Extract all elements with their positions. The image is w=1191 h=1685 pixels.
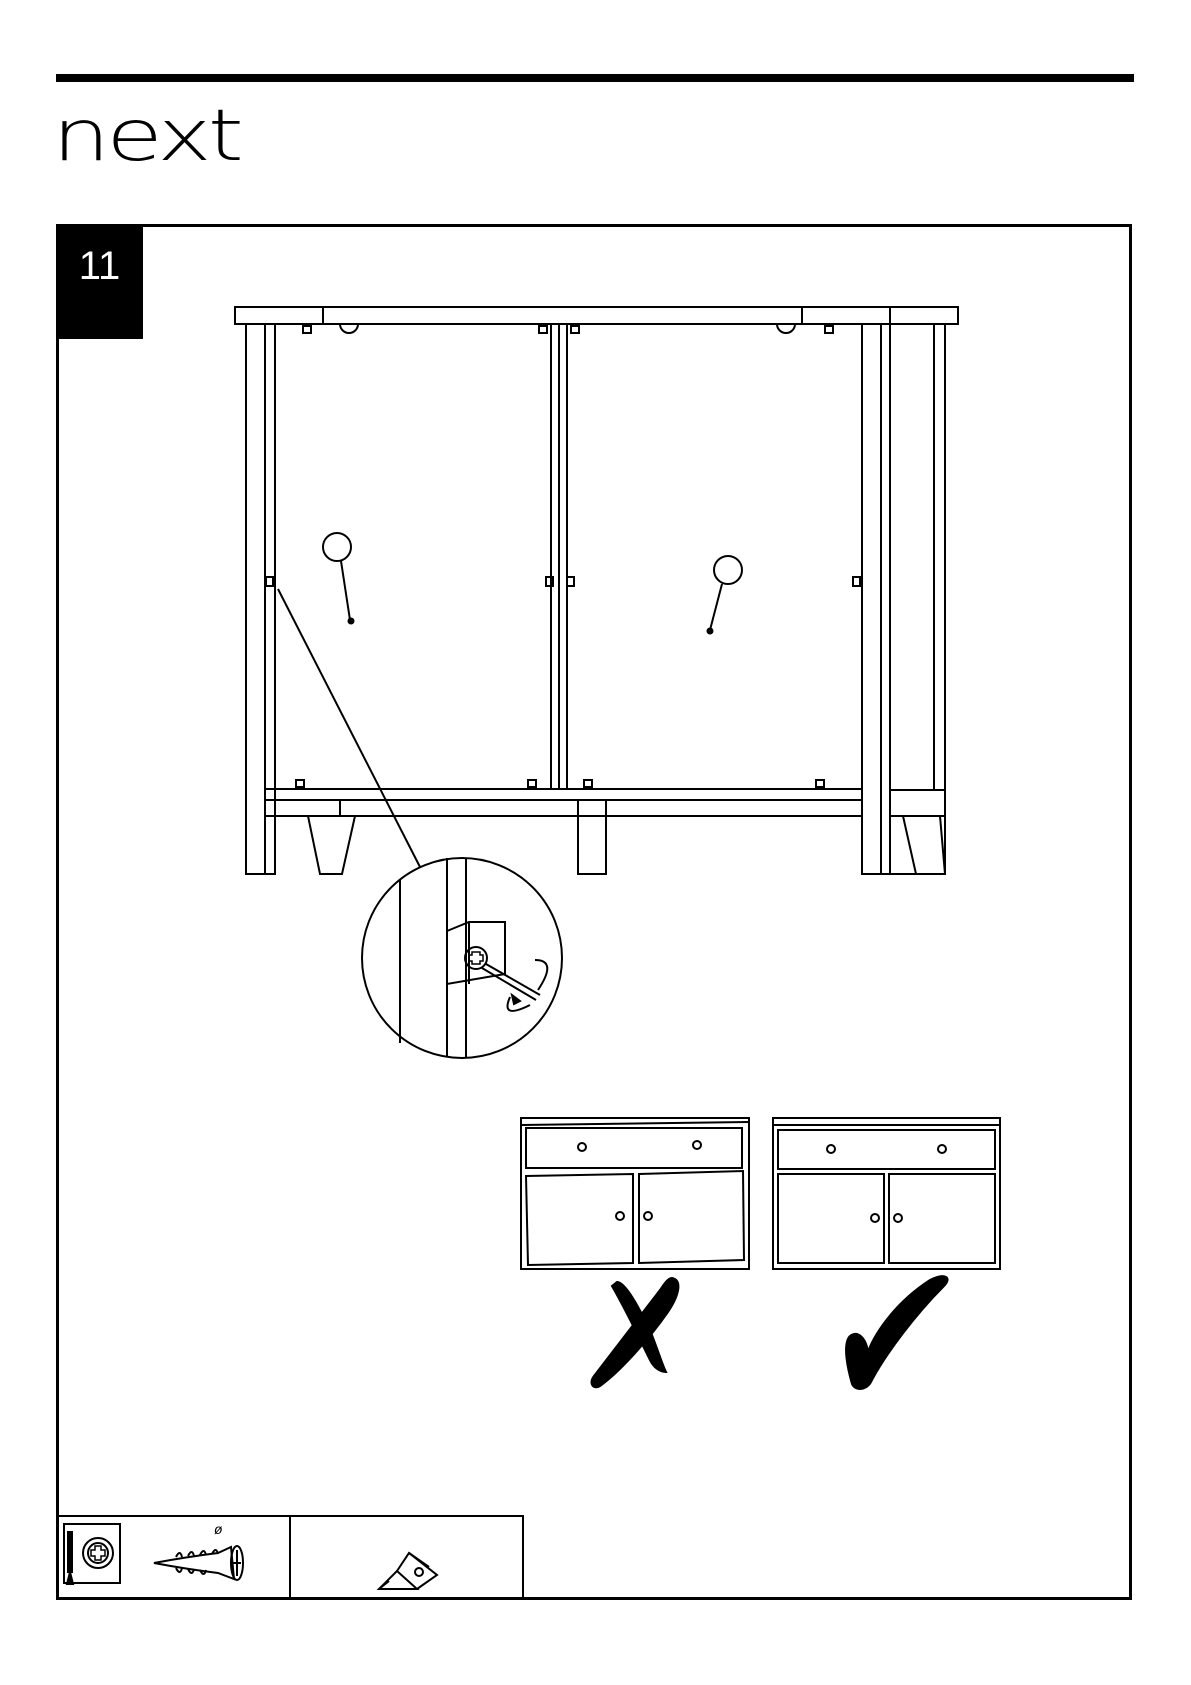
phillips-head-icon bbox=[83, 1538, 113, 1568]
wrong-mark-icon bbox=[592, 1278, 679, 1387]
parts-cell-corner-block bbox=[289, 1517, 522, 1600]
screwdriver-icon bbox=[64, 1524, 120, 1584]
wrong-alignment-diagram bbox=[521, 1118, 749, 1269]
corner-block-icon bbox=[379, 1553, 437, 1589]
parts-table: ø bbox=[56, 1515, 524, 1600]
correct-mark-icon bbox=[846, 1276, 947, 1389]
correct-alignment-diagram bbox=[773, 1118, 1000, 1269]
cabinet-back-view bbox=[235, 307, 958, 874]
parts-cell-screw: ø bbox=[56, 1517, 289, 1600]
screw-icon bbox=[154, 1546, 243, 1580]
zoom-detail bbox=[278, 589, 562, 1058]
